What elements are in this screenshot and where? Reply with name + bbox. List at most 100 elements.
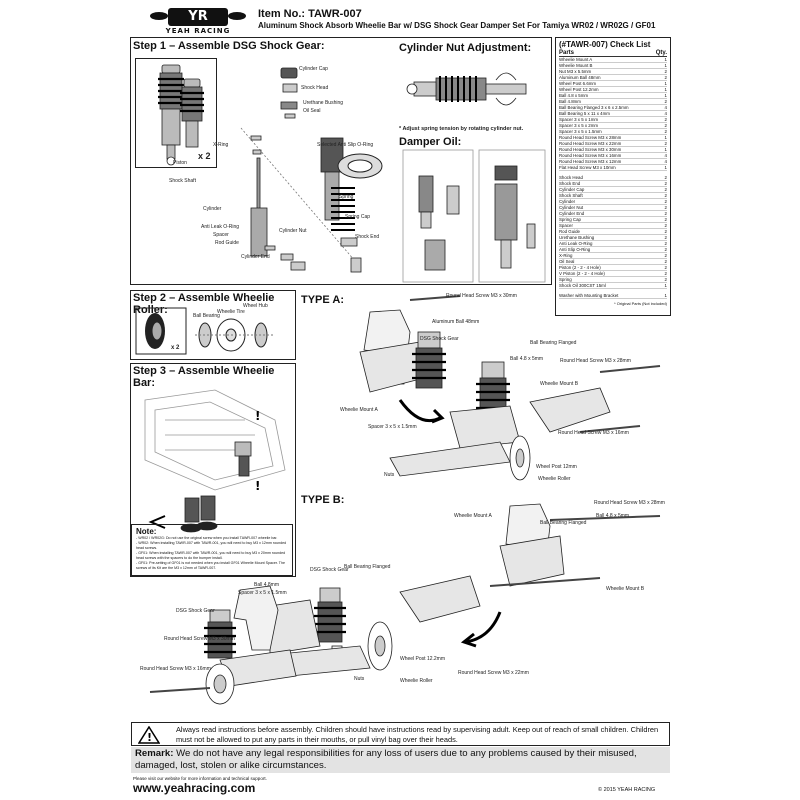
logo-wing-left: [150, 12, 168, 20]
website-link[interactable]: www.yeahracing.com: [133, 781, 256, 795]
checklist-part-qty: 2: [664, 229, 667, 234]
type-b-label: Spacer 3 x 5 x 1.5mm: [238, 590, 287, 596]
checklist-part-name: Cylinder Cap: [559, 187, 585, 192]
svg-text:!: !: [255, 479, 260, 493]
checklist-part-name: Spacer: [559, 223, 573, 228]
safety-warning: ! Always read instructions before assemb…: [131, 722, 670, 746]
support-note: Please visit our website for more inform…: [133, 776, 267, 781]
type-a-title: TYPE A:: [301, 294, 344, 306]
type-b-label: Ball Bearing Flanged: [344, 564, 391, 570]
checklist-part-qty: 2: [664, 235, 667, 240]
label-spacer: Spacer: [213, 232, 229, 238]
checklist-part-name: Washer with Mounting Bracket: [559, 293, 619, 298]
checklist-part-name: Round Head Screw M3 x 16mm: [559, 153, 622, 158]
checklist-part-qty: 2: [664, 193, 667, 198]
label-x-ring: X-Ring: [213, 142, 229, 148]
label-wheelie-tire: Wheelie Tire: [217, 309, 245, 315]
checklist-part-name: Ball 4.8mm: [559, 99, 581, 104]
type-b-label: Round Head Screw M3 x 30mm: [164, 636, 235, 642]
label-anti-slip-o-ring: Selected Anti Slip O-Ring: [317, 142, 374, 148]
checklist-part-qty: 2: [664, 217, 667, 222]
type-b-label: Round Head Screw M3 x 16mm: [140, 666, 211, 672]
checklist-part-name: Oil Seal: [559, 259, 575, 264]
type-b-label: Wheelie Roller: [400, 678, 433, 684]
checklist-row: Nut M3 x 5.5mm 2: [559, 69, 667, 75]
type-b-left-illustration: [149, 585, 297, 705]
checklist-part-name: X-Ring: [559, 253, 573, 258]
checklist-part-qty: 2: [664, 199, 667, 204]
type-a-label: DSG Shock Gear: [420, 336, 459, 342]
checklist-part-name: Anti Slip O-Ring: [559, 247, 591, 252]
type-a-label: Round Head Screw M3 x 28mm: [560, 358, 631, 364]
checklist-part-name: Nut M3 x 5.5mm: [559, 69, 592, 74]
type-a-label: Round Head Screw M3 x 30mm: [446, 293, 517, 299]
checklist-part-name: Spacer 3 x 5 x 1.5mm: [559, 129, 602, 134]
note-line: - GF01: When installing TAWR-007 with TA…: [136, 551, 286, 560]
step2-title: Step 2 – Assemble Wheelie Roller:: [133, 292, 275, 316]
checklist-part-name: Cylinder End: [559, 211, 585, 216]
type-a-label: Wheelie Mount A: [340, 407, 378, 413]
checklist-part-qty: 4: [664, 105, 667, 110]
checklist-part-name: V Piston (2 - 2 - 4 Hole): [559, 271, 605, 276]
checklist-part-name: Shock Head: [559, 175, 583, 180]
checklist-part-name: Ball Bearing 5 x 11 x 4mm: [559, 111, 610, 116]
label-anti-leak-o-ring: Anti Leak O-Ring: [201, 224, 240, 230]
item-number: Item No.: TAWR-007: [258, 8, 362, 20]
type-b-title: TYPE B:: [301, 494, 345, 506]
warning-text: Always read instructions before assembly…: [176, 725, 659, 744]
checklist-footnote: * Original Parts (Not included): [614, 301, 667, 306]
note-line: - WR02: When installing TAWR-007 with TA…: [136, 541, 287, 550]
type-a-assembly-illustration: [359, 295, 661, 481]
type-b-label: Nuts: [354, 676, 365, 682]
type-b-label: Ball 4.8 x 5mm: [596, 513, 630, 519]
shock-inset-box: x 2: [135, 58, 217, 168]
checklist-part-qty: 4: [664, 111, 667, 116]
checklist-part-name: Round Head Screw M3 x 30mm: [559, 147, 622, 152]
logo-brand-name: YEAH RACING: [165, 27, 231, 35]
step1-title: Step 1 – Assemble DSG Shock Gear:: [133, 40, 325, 52]
remark-label: Remark:: [135, 748, 174, 759]
checklist-part-name: Cylinder Nut: [559, 205, 584, 210]
legal-remark: Remark: We do not have any legal respons…: [131, 747, 670, 773]
checklist-part-qty: 1: [664, 135, 667, 140]
cylinder-nut-title: Cylinder Nut Adjustment:: [399, 42, 532, 54]
label-wheel-hub: Wheel Hub: [243, 303, 268, 309]
checklist-part-name: Round Head Screw M3 x 28mm: [559, 135, 622, 140]
checklist-part-name: Wheelie Mount A: [559, 57, 593, 62]
checklist-part-name: Piston (2 - 2 - 4 Hole): [559, 265, 601, 270]
checklist-part-name: Cylinder: [559, 199, 576, 204]
type-a-label: Wheelie Mount B: [540, 381, 579, 387]
checklist-row: Round Head Screw M3 x 28mm 1: [559, 135, 667, 141]
checklist-row: Piston (2 - 2 - 4 Hole)2: [559, 265, 667, 271]
checklist-col-qty: Qty.: [655, 50, 667, 56]
logo-wing-right: [228, 12, 246, 20]
type-b-label: Round Head Screw M3 x 28mm: [594, 500, 665, 506]
checklist-part-qty: 2: [664, 175, 667, 180]
checklist-row: Shock Head 2: [559, 175, 667, 181]
checklist-part-qty: 1: [664, 293, 667, 298]
label-spring-cap: Spring Cap: [345, 214, 371, 220]
type-a-label: Nuts: [384, 472, 395, 478]
type-b-label: Ball 4.8mm: [254, 582, 280, 588]
checklist-row: X-Ring 2: [559, 253, 667, 259]
checklist-part-name: Spacer 3 x 5 x 2mm: [559, 123, 599, 128]
product-title: Aluminum Shock Absorb Wheelie Bar w/ DSG…: [258, 21, 656, 30]
label-shock-head: Shock Head: [301, 85, 329, 91]
checklist-part-qty: 2: [664, 75, 667, 80]
checklist-part-qty: 2: [664, 253, 667, 258]
remark-text: We do not have any legal responsibilitie…: [135, 748, 637, 771]
checklist-part-name: Spring Cap: [559, 217, 581, 222]
checklist-part-name: Rod Guide: [559, 229, 580, 234]
checklist-part-qty: 2: [664, 69, 667, 74]
type-b-label: Round Head Screw M3 x 22mm: [458, 670, 529, 676]
